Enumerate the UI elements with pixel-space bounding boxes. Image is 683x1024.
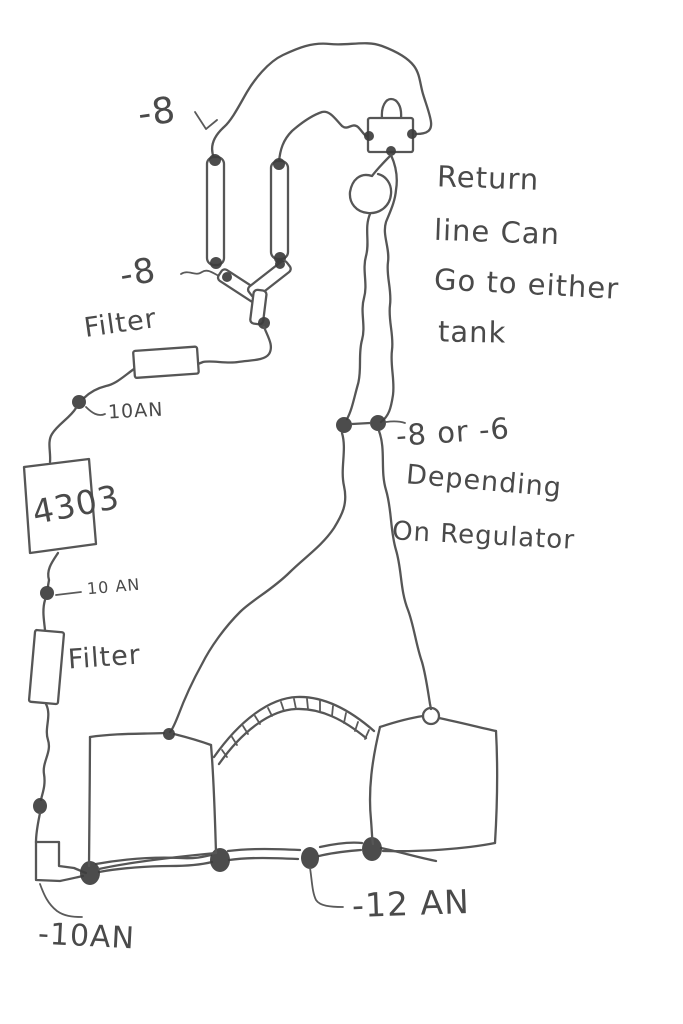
note-return-line-1: Return	[436, 159, 540, 197]
fuel-pump	[22, 457, 98, 555]
fitting-10an-mid-leader	[55, 591, 82, 596]
pickup-step	[34, 840, 88, 883]
fuel-filter-lower	[27, 628, 66, 706]
label-crossover-size: -12 AN	[351, 881, 471, 926]
fitting-left-tank-return	[163, 728, 175, 740]
note-return-line-2: line Can	[433, 212, 561, 252]
label-filter-lower: Filter	[67, 639, 142, 676]
fitting-tank-left-inner	[210, 848, 230, 872]
hose-10an-to-lower-filter	[42, 598, 47, 632]
label-pickup-size: -10AN	[37, 916, 136, 957]
fuel-rail-left	[205, 154, 226, 269]
return-branch-to-right-tank	[377, 429, 433, 711]
fitting-tank-left-outer	[80, 861, 100, 885]
label-hose-size-mid: -8	[116, 250, 160, 296]
arch-hatching	[221, 698, 370, 758]
regulator-dome	[380, 97, 403, 120]
right-fuel-tank	[368, 706, 499, 853]
fitting-tank-right-inner	[362, 837, 382, 861]
pickup-label-leader	[39, 883, 83, 918]
label-fitting-upper: 10AN	[107, 398, 164, 424]
crossover-label-leader	[309, 867, 344, 908]
fitting-pickup	[33, 798, 47, 814]
left-fuel-tank	[87, 728, 218, 871]
label-fitting-mid: 10 AN	[86, 574, 142, 599]
fitting-10an-upper-leader	[85, 406, 106, 416]
return-line-loop	[345, 153, 398, 424]
hose-pickup-down	[34, 811, 42, 844]
hose-upper-filter-to-10an	[82, 367, 136, 400]
hose-lower-filter-to-pickup	[39, 702, 51, 802]
y-fitting	[216, 259, 292, 329]
label-hose-size-top: -8	[135, 89, 179, 136]
fuel-rail-right	[269, 158, 290, 264]
size-note-leader	[385, 420, 406, 424]
supply-hose-right-rail-to-regulator	[277, 110, 371, 164]
dash8-top-leader	[194, 111, 218, 130]
fitting-10an-upper	[72, 395, 86, 409]
note-return-line-4: tank	[437, 314, 507, 350]
dash8-mid-leader	[180, 269, 222, 278]
return-branch-to-left-tank	[168, 431, 347, 734]
hose-10an-to-pump	[48, 406, 78, 464]
hose-y-to-upper-filter	[196, 325, 273, 366]
supply-hose-left-rail-to-regulator	[210, 42, 433, 160]
fitting-crossover-12an	[301, 847, 319, 869]
return-union-fittings	[336, 415, 406, 433]
hose-pump-to-10an-mid	[46, 551, 60, 588]
tunnel-arch	[212, 695, 376, 766]
fitting-10an-mid	[40, 586, 54, 600]
crossover-hose	[94, 841, 438, 874]
fitting-right-tank-return	[421, 706, 441, 726]
fuel-pressure-regulator	[364, 97, 417, 156]
note-size-line-1: -8 or -6	[394, 411, 511, 453]
fuel-filter-upper	[132, 345, 200, 379]
